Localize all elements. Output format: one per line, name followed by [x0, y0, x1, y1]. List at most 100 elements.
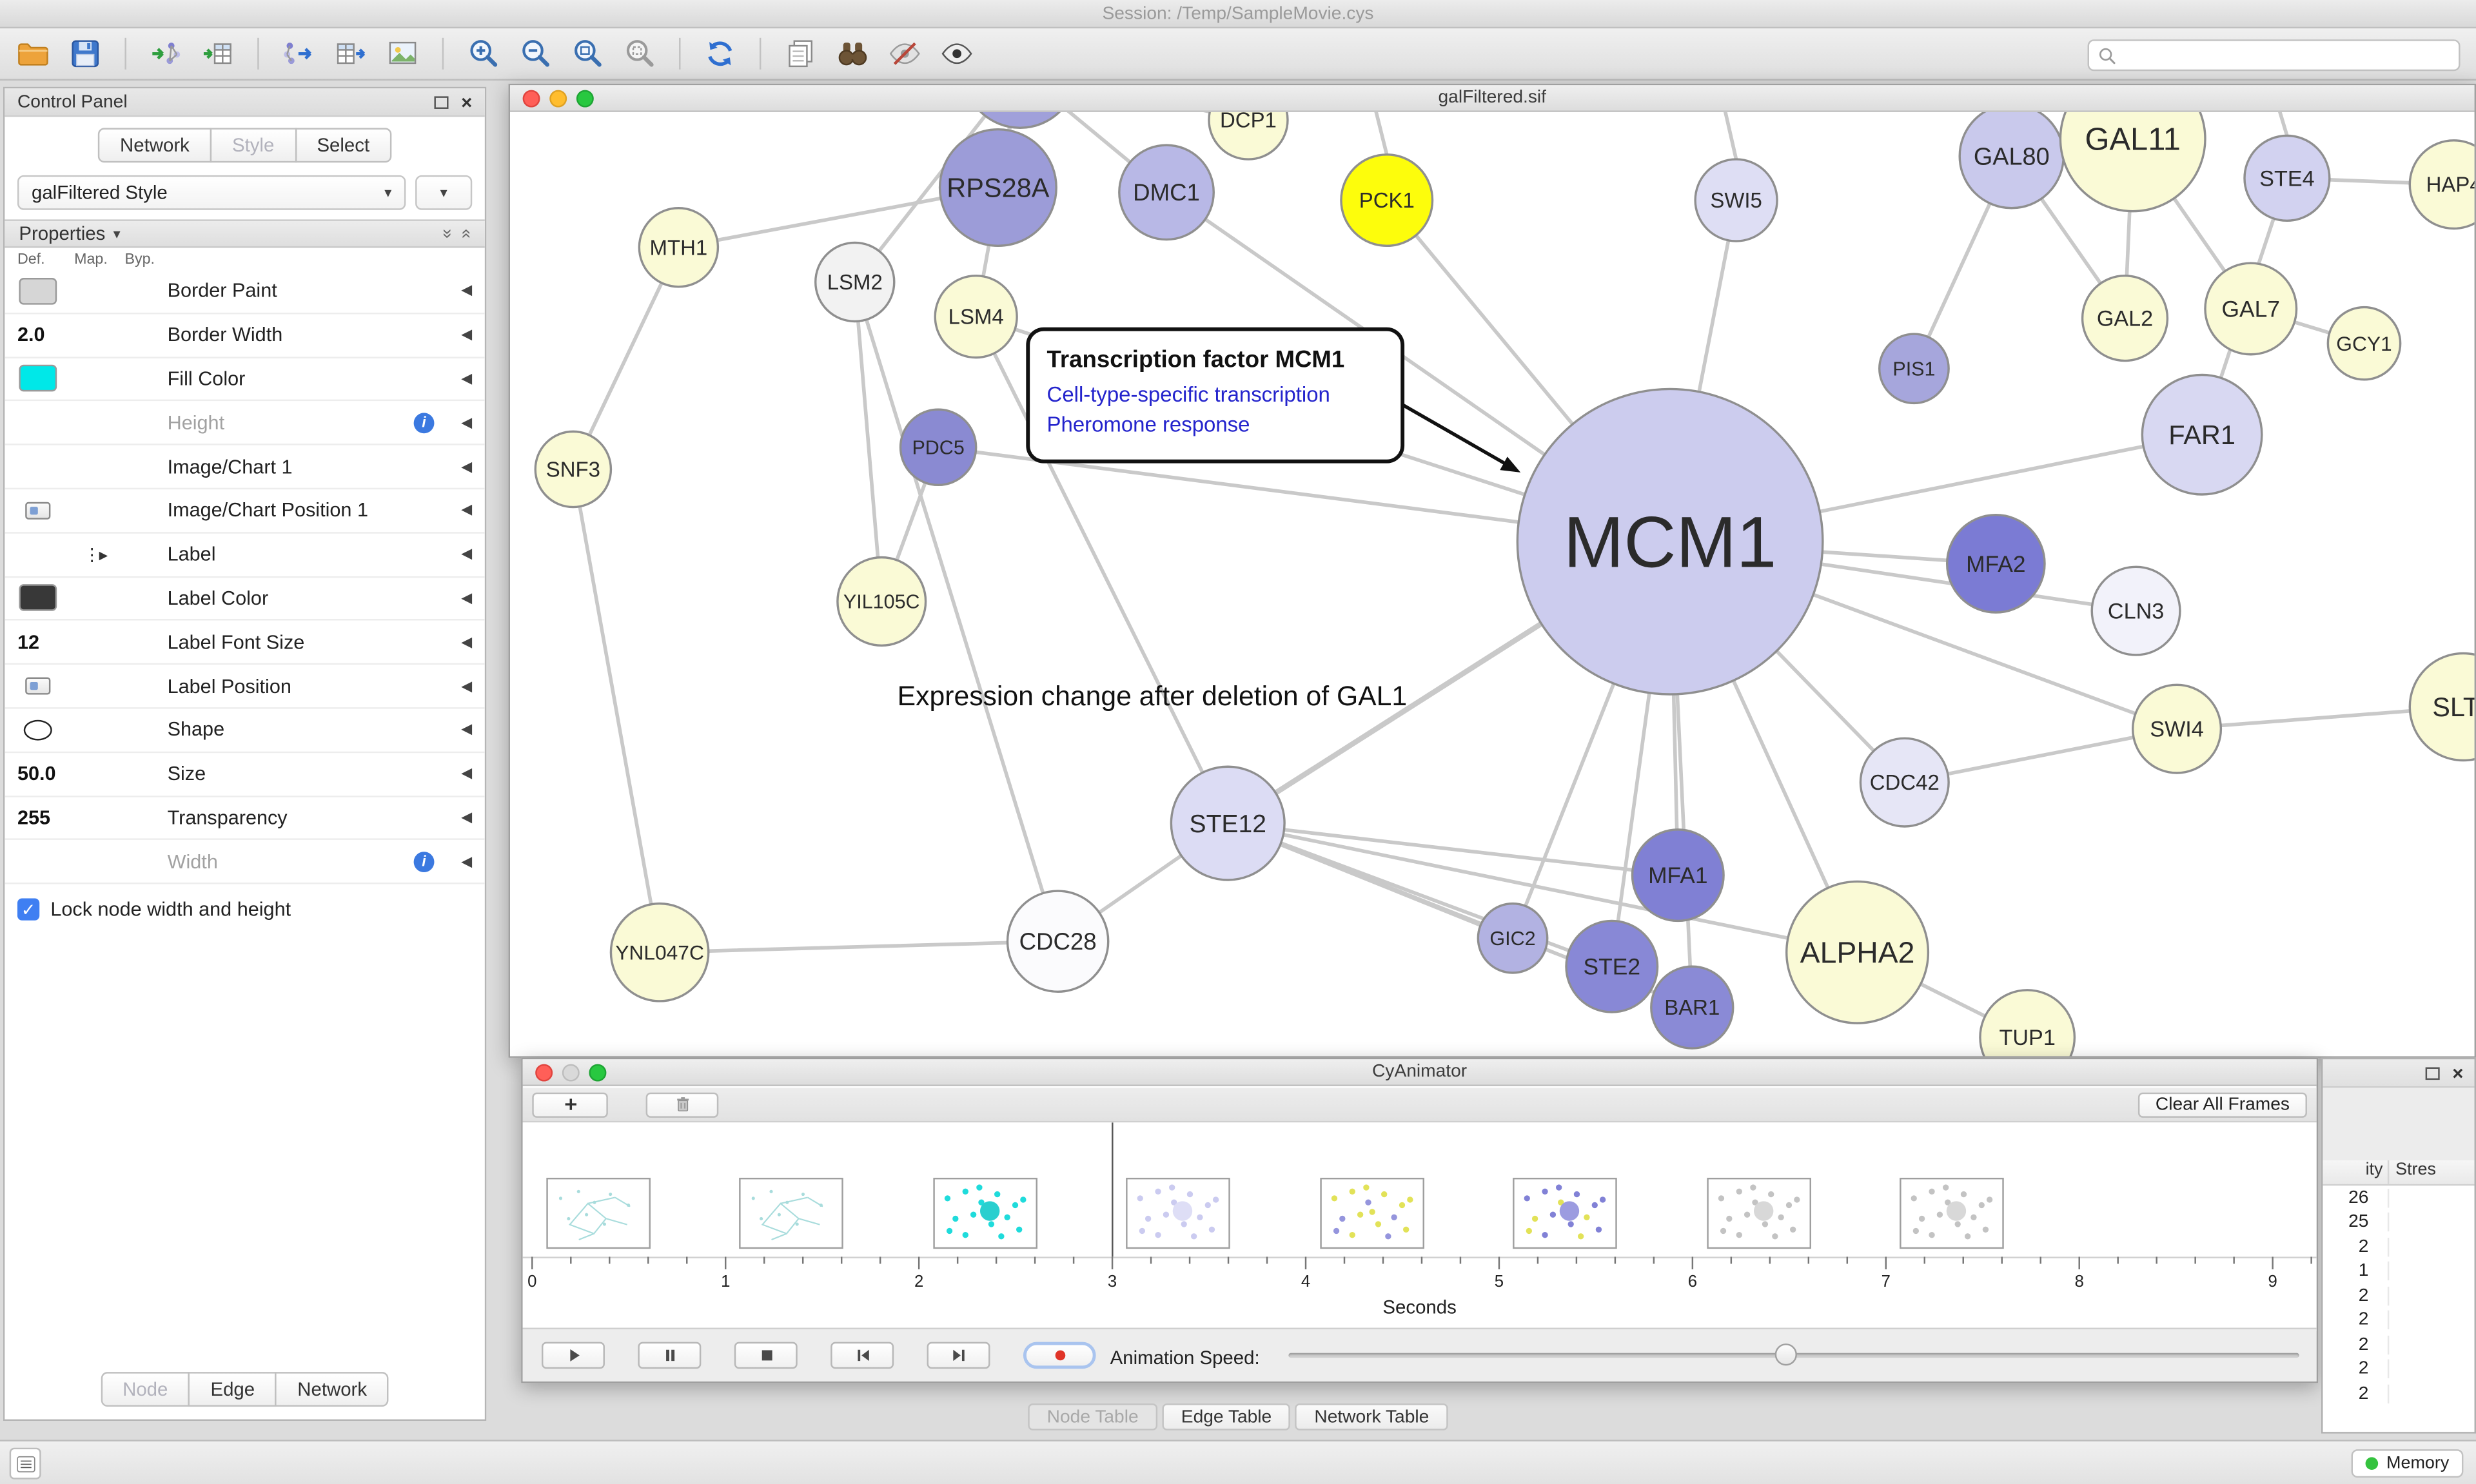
delete-frame-button[interactable] — [645, 1091, 719, 1117]
default-value-cell[interactable] — [11, 445, 64, 488]
expand-property-icon[interactable]: ◀ — [461, 677, 473, 694]
save-session-button[interactable] — [62, 33, 109, 74]
tab-select[interactable]: Select — [295, 128, 392, 163]
node-LSM2[interactable] — [814, 241, 896, 323]
lock-node-size-row[interactable]: ✓ Lock node width and height — [5, 884, 484, 935]
default-value-cell[interactable] — [11, 402, 64, 444]
default-value-cell[interactable] — [11, 841, 64, 883]
float-panel-icon[interactable] — [434, 95, 449, 108]
expand-property-icon[interactable]: ◀ — [461, 545, 473, 562]
node-TUP1[interactable] — [1979, 989, 2076, 1057]
mapping-cell[interactable] — [71, 709, 118, 752]
clone-network-button[interactable] — [777, 33, 824, 74]
open-session-button[interactable] — [10, 33, 57, 74]
property-row-image-chart-position-1[interactable]: Image/Chart Position 1◀ — [5, 489, 485, 534]
node-SWI5[interactable] — [1694, 158, 1778, 242]
network-edge[interactable] — [1226, 821, 1680, 877]
refresh-view-button[interactable] — [696, 33, 743, 74]
cyanimator-titlebar[interactable]: CyAnimator — [522, 1059, 2317, 1086]
mapping-cell[interactable] — [71, 753, 118, 796]
tab-edge-table[interactable]: Edge Table — [1162, 1403, 1291, 1430]
node-PCK1[interactable] — [1340, 153, 1434, 248]
node-HAP4[interactable] — [2408, 139, 2475, 230]
skip-back-button[interactable] — [830, 1342, 894, 1369]
network-edge[interactable] — [571, 467, 662, 955]
export-table-button[interactable] — [327, 33, 374, 74]
node-YIL105C[interactable] — [836, 556, 927, 647]
expand-property-icon[interactable]: ◀ — [461, 326, 473, 342]
property-row-fill-color[interactable]: Fill Color◀ — [5, 358, 485, 402]
property-row-border-paint[interactable]: Border Paint◀ — [5, 270, 485, 314]
frame-thumbnail-6[interactable] — [1706, 1177, 1811, 1249]
node-GIC2[interactable] — [1477, 902, 1549, 974]
float-panel-icon[interactable] — [2425, 1066, 2440, 1079]
node-PDC5[interactable] — [899, 408, 978, 487]
default-value-cell[interactable] — [11, 665, 64, 707]
expand-property-icon[interactable]: ◀ — [461, 414, 473, 430]
show-all-button[interactable] — [933, 33, 980, 74]
frame-thumbnail-5[interactable] — [1513, 1177, 1618, 1249]
default-value-cell[interactable] — [11, 489, 64, 532]
slider-handle[interactable] — [1774, 1343, 1797, 1366]
network-window-titlebar[interactable]: galFiltered.sif — [510, 85, 2475, 112]
expand-property-icon[interactable]: ◀ — [461, 589, 473, 606]
network-edge[interactable] — [571, 245, 681, 471]
fit-content-button[interactable] — [564, 33, 611, 74]
zoom-out-button[interactable] — [511, 33, 558, 74]
mapping-cell[interactable] — [71, 489, 118, 532]
frame-thumbnail-7[interactable] — [1900, 1177, 2005, 1249]
zoom-selected-button[interactable] — [616, 33, 663, 74]
property-row-label-position[interactable]: Label Position◀ — [5, 665, 485, 709]
search-input[interactable] — [2119, 46, 2453, 65]
expand-property-icon[interactable]: ◀ — [461, 721, 473, 737]
node-MFA2[interactable] — [1945, 514, 2046, 614]
tab-network-table[interactable]: Network Table — [1295, 1403, 1448, 1430]
property-row-label-color[interactable]: Label Color◀ — [5, 577, 485, 621]
table-row[interactable]: 2 — [2323, 1357, 2474, 1381]
default-value-cell[interactable] — [11, 533, 64, 576]
clear-all-frames-button[interactable]: Clear All Frames — [2137, 1091, 2307, 1117]
timeline-playhead[interactable] — [1112, 1122, 1114, 1257]
search-box[interactable] — [2087, 39, 2461, 72]
node-clipped[interactable] — [963, 112, 1077, 129]
mapping-cell[interactable] — [71, 270, 118, 313]
properties-section-header[interactable]: Properties ▾ » » — [5, 219, 485, 248]
node-GCY1[interactable] — [2326, 306, 2402, 381]
record-button[interactable] — [1023, 1342, 1096, 1369]
node-ALPHA2[interactable] — [1785, 880, 1930, 1024]
network-edge[interactable] — [852, 280, 884, 603]
mapping-cell[interactable] — [71, 841, 118, 883]
node-RPS28A[interactable] — [938, 128, 1057, 248]
default-value-cell[interactable] — [11, 577, 64, 620]
mapping-cell[interactable] — [71, 402, 118, 444]
network-edge[interactable] — [658, 939, 1060, 955]
node-CDC42[interactable] — [1859, 737, 1950, 828]
expand-property-icon[interactable]: ◀ — [461, 853, 473, 869]
mapping-cell[interactable] — [71, 665, 118, 707]
property-row-image-chart-1[interactable]: Image/Chart 1◀ — [5, 445, 485, 490]
expand-all-icon[interactable]: » — [437, 228, 457, 239]
node-GAL11[interactable] — [2059, 112, 2206, 213]
table-row[interactable]: 2 — [2323, 1235, 2474, 1259]
node-GAL7[interactable] — [2204, 262, 2298, 356]
node-CLN3[interactable] — [2090, 565, 2181, 656]
stop-button[interactable] — [734, 1342, 798, 1369]
network-edge[interactable] — [1226, 821, 1860, 955]
node-SLT2[interactable] — [2408, 652, 2475, 762]
property-row-shape[interactable]: Shape◀ — [5, 709, 485, 753]
node-MCM1[interactable] — [1516, 387, 1824, 696]
mapping-cell[interactable] — [71, 797, 118, 839]
mapping-cell[interactable] — [71, 445, 118, 488]
network-edge[interactable] — [852, 280, 1060, 943]
table-row[interactable]: 2 — [2323, 1308, 2474, 1333]
play-button[interactable] — [542, 1342, 605, 1369]
expand-property-icon[interactable]: ◀ — [461, 458, 473, 474]
node-BAR1[interactable] — [1650, 965, 1734, 1050]
collapse-all-icon[interactable]: » — [456, 228, 475, 239]
column-header[interactable]: ity — [2323, 1160, 2390, 1184]
export-image-button[interactable] — [379, 33, 426, 74]
